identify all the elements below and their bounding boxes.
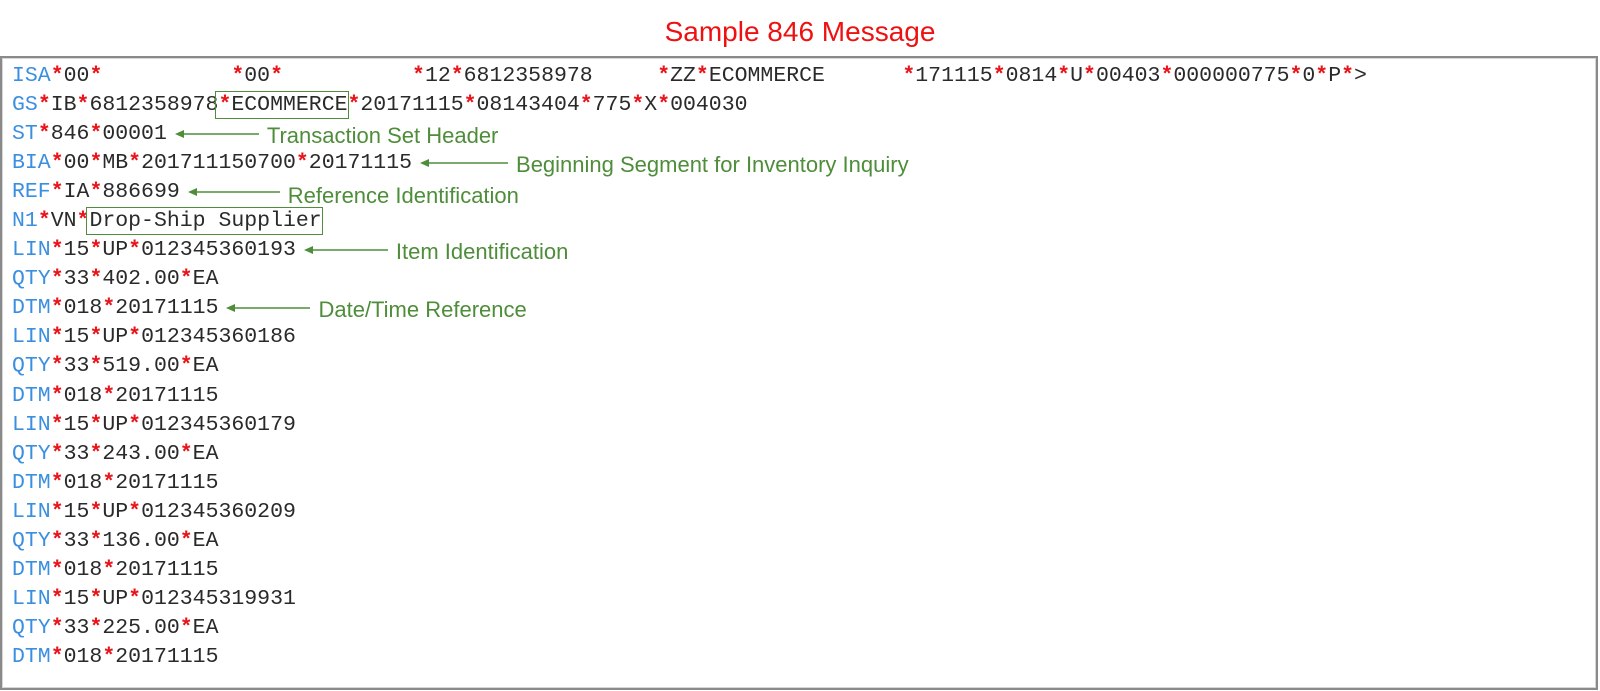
edi-line: GS*IB*6812358978*ECOMMERCE*20171115*0814…	[12, 93, 748, 118]
edi-line: LIN*15*UP*012345360193	[12, 238, 296, 263]
edi-line: LIN*15*UP*012345360186	[12, 325, 296, 350]
page-title: Sample 846 Message	[664, 16, 936, 47]
edi-line: QTY*33*402.00*EA	[12, 267, 219, 292]
edi-line: DTM*018*20171115	[12, 557, 219, 582]
edi-line: LIN*15*UP*012345360209	[12, 499, 296, 524]
edi-line: QTY*33*136.00*EA	[12, 528, 219, 553]
annotation-label: Beginning Segment for Inventory Inquiry	[516, 152, 909, 178]
edi-line: LIN*15*UP*012345360179	[12, 412, 296, 437]
edi-line: QTY*33*243.00*EA	[12, 441, 219, 466]
annotation-label: Reference Identification	[287, 183, 519, 209]
edi-line: LIN*15*UP*012345319931	[12, 586, 296, 611]
edi-line: REF*IA*886699	[12, 180, 180, 205]
message-frame	[0, 56, 1598, 690]
annotation-label: Item Identification	[395, 239, 569, 265]
edi-line: DTM*018*20171115	[12, 383, 219, 408]
edi-line: QTY*33*225.00*EA	[12, 615, 219, 640]
edi-line: DTM*018*20171115	[12, 470, 219, 495]
edi-message: ISA*00* *00* *12*6812358978 *ZZ*ECOMMERC…	[12, 62, 1592, 672]
edi-line: ISA*00* *00* *12*6812358978 *ZZ*ECOMMERC…	[12, 64, 1367, 88]
edi-line: DTM*018*20171115	[12, 296, 219, 321]
edi-line: QTY*33*519.00*EA	[12, 354, 219, 379]
edi-line: DTM*018*20171115	[12, 644, 219, 669]
edi-line: ST*846*00001	[12, 122, 167, 147]
annotation-label: Transaction Set Header	[266, 123, 499, 149]
annotation-label: Date/Time Reference	[318, 297, 527, 323]
edi-line: BIA*00*MB*201711150700*20171115	[12, 151, 413, 176]
edi-line: N1*VN*Drop-Ship Supplier	[12, 209, 322, 234]
